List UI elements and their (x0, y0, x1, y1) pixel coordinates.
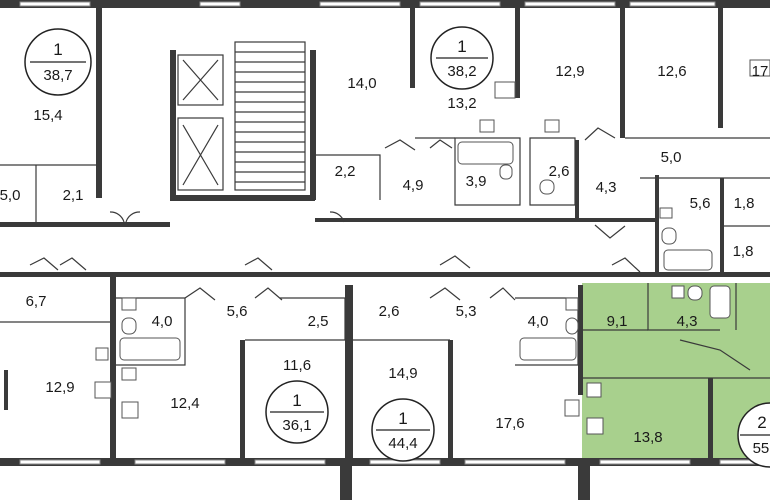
fixtures (94, 59, 770, 435)
window (599, 459, 691, 465)
apartment-rooms: 1 (53, 40, 62, 59)
wall (620, 8, 625, 138)
room-area: 11,6 (283, 357, 311, 374)
window (134, 459, 226, 465)
room-area: 2,6 (549, 163, 570, 180)
outer-wall-bottom-ext (340, 466, 352, 500)
room-area: 4,3 (596, 179, 617, 196)
wall (310, 50, 316, 200)
room-area: 1,8 (733, 243, 754, 260)
room-area: 15,4 (33, 107, 62, 124)
apartment-marker[interactable]: 2 55, (737, 402, 770, 468)
apartment-rooms: 2 (757, 413, 766, 432)
outer-wall-bottom-ext2 (578, 466, 590, 500)
room-area: 5,3 (456, 303, 477, 320)
elevator-cross (182, 59, 219, 101)
room-area: 14,9 (388, 365, 417, 382)
apartment-area: 38,2 (447, 63, 476, 80)
apartment-marker[interactable]: 1 36,1 (265, 380, 329, 444)
wall (720, 178, 724, 273)
room-area: 4,9 (403, 177, 424, 194)
room-area: 13,8 (633, 429, 662, 446)
elevator-shaft (177, 54, 224, 106)
window (19, 459, 101, 465)
room-area: 13,2 (447, 95, 476, 112)
wall (708, 378, 713, 458)
window (419, 1, 501, 7)
door-swings (29, 127, 751, 371)
apartment-marker[interactable]: 1 38,7 (24, 28, 92, 96)
room-area: 5,0 (661, 149, 682, 166)
apartment-area: 38,7 (43, 67, 72, 84)
partition (454, 137, 521, 206)
corridor-wall-bottom-r (655, 272, 770, 277)
room-area: 12,9 (45, 379, 74, 396)
window (464, 459, 566, 465)
corridor-wall-bottom (0, 272, 660, 277)
partition (316, 154, 381, 200)
elevator-shaft (177, 117, 224, 191)
wall (410, 8, 415, 88)
room-area: 5,6 (690, 195, 711, 212)
room-area: 17 (752, 63, 769, 80)
apartment-area: 55, (753, 440, 770, 457)
wall (448, 340, 453, 458)
wall (240, 340, 245, 458)
partition (116, 297, 186, 366)
elevator-cross (182, 124, 219, 186)
room-area: 5,0 (0, 187, 20, 204)
window (254, 459, 326, 465)
room-area: 2,2 (335, 163, 356, 180)
room-area: 2,6 (379, 303, 400, 320)
room-area: 5,6 (227, 303, 248, 320)
room-area: 4,0 (152, 313, 173, 330)
apartment-area: 36,1 (282, 417, 311, 434)
window (199, 1, 241, 7)
apartment-marker[interactable]: 1 38,2 (430, 26, 494, 90)
window (19, 1, 91, 7)
apartment-rooms: 1 (292, 391, 301, 410)
apartment-area: 44,4 (388, 435, 417, 452)
room-area: 3,9 (466, 173, 487, 190)
room-area: 4,3 (677, 313, 698, 330)
corridor-wall-top-left (0, 222, 170, 227)
room-area: 4,0 (528, 313, 549, 330)
wall (578, 285, 583, 395)
partition (245, 297, 346, 341)
wall (718, 8, 723, 128)
corridor-wall-top-right (315, 218, 655, 222)
wall (4, 370, 8, 410)
room-area: 1,8 (734, 195, 755, 212)
apartment-marker[interactable]: 1 44,4 (371, 398, 435, 462)
partition (529, 137, 576, 206)
room-area: 12,9 (555, 63, 584, 80)
room-area: 17,6 (495, 415, 524, 432)
wall (110, 277, 116, 458)
wall (515, 8, 520, 98)
partition (515, 297, 579, 366)
room-area: 12,4 (170, 395, 199, 412)
room-area: 9,1 (607, 313, 628, 330)
wall (655, 175, 659, 275)
stairs (234, 41, 306, 191)
apartment-rooms: 1 (457, 37, 466, 56)
window (319, 1, 401, 7)
wall (96, 8, 102, 198)
room-area: 6,7 (26, 293, 47, 310)
window (629, 1, 716, 7)
room-area: 2,1 (63, 187, 84, 204)
window (524, 1, 616, 7)
room-area: 2,5 (308, 313, 329, 330)
corridor-wall-top-mid (170, 195, 315, 201)
wall (170, 50, 176, 200)
room-area: 12,6 (657, 63, 686, 80)
apartment-rooms: 1 (398, 409, 407, 428)
wall (345, 285, 353, 465)
wall (575, 140, 579, 220)
room-area: 14,0 (347, 75, 376, 92)
